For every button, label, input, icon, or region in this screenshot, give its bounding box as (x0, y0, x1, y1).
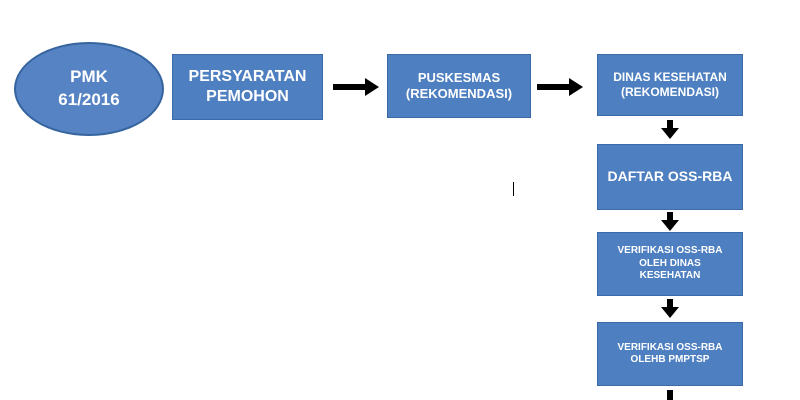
node-verifikasi-dinas: VERIFIKASI OSS-RBA OLEH DINAS KESEHATAN (597, 232, 743, 296)
arrow-down-2 (661, 212, 679, 231)
node-persyaratan-line1: PERSYARATAN (188, 68, 307, 85)
start-ellipse: PMK 61/2016 (14, 42, 164, 136)
node-persyaratan-line2: PEMOHON (206, 88, 289, 105)
node-dinas-line1: DINAS KESEHATAN (613, 70, 727, 84)
arrow-down-1 (661, 120, 679, 139)
node-verif-pmptsp-line1: VERIFIKASI OSS-RBA (617, 341, 723, 353)
start-line2: 61/2016 (58, 90, 120, 109)
arrow-down-4 (667, 390, 673, 400)
node-verifikasi-pmptsp: VERIFIKASI OSS-RBA OLEHB PMPTSP (597, 322, 743, 386)
node-verif-dinas-line1: VERIFIKASI OSS-RBA (617, 245, 723, 257)
node-dinas-kesehatan: DINAS KESEHATAN (REKOMENDASI) (597, 54, 743, 116)
arrow-right-2 (537, 78, 583, 96)
arrow-down-3 (661, 299, 679, 318)
arrow-right-1 (333, 78, 379, 96)
node-verif-pmptsp-line2: OLEHB PMPTSP (630, 354, 710, 365)
node-persyaratan-pemohon: PERSYARATAN PEMOHON (172, 54, 323, 120)
node-puskesmas-line2: (REKOMENDASI) (405, 86, 513, 101)
text-cursor (513, 182, 514, 196)
node-verif-dinas-line3: KESEHATAN (639, 270, 701, 282)
node-oss-line1: DAFTAR OSS-RBA (607, 168, 733, 185)
node-dinas-line2: (REKOMENDASI) (621, 85, 719, 99)
node-daftar-oss-rba: DAFTAR OSS-RBA (597, 144, 743, 210)
node-verif-dinas-line2: OLEH DINAS (639, 257, 701, 269)
start-line1: PMK (70, 67, 108, 87)
node-puskesmas: PUSKESMAS (REKOMENDASI) (387, 54, 531, 118)
node-puskesmas-line1: PUSKESMAS (417, 69, 501, 85)
